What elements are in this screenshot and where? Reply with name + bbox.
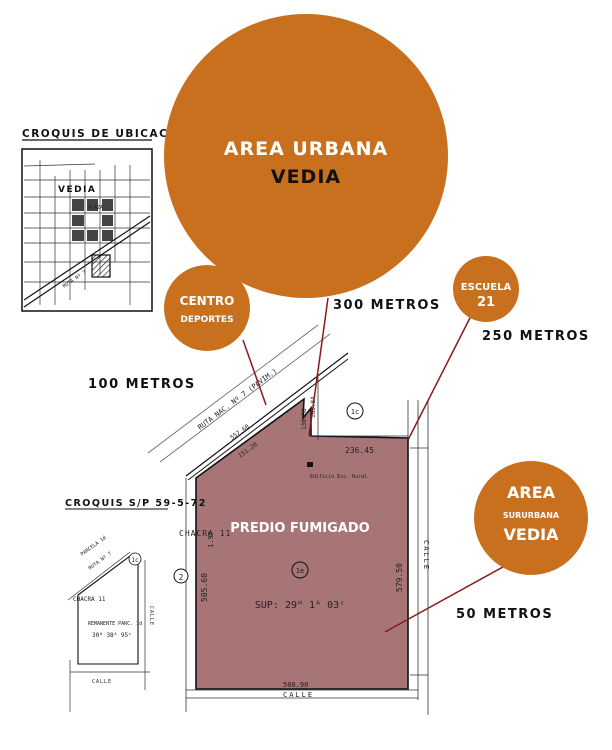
plot-2-label: 2: [179, 573, 184, 582]
croquis2-calle-right: CALLE: [148, 606, 154, 626]
area-suburbana-circle: AREA SURURBANA VEDIA: [474, 461, 588, 575]
croquis2-remanente: REMANENTE PARC. 1d: [88, 621, 142, 627]
connector-urbana: [308, 297, 329, 437]
centro-line2: DEPORTES: [180, 315, 233, 325]
urbana-sub: VEDIA: [271, 166, 341, 188]
connector-suburbana: [384, 561, 513, 633]
centro-deportes-circle: CENTRO DEPORTES: [164, 265, 250, 351]
plot-1c-marker: [346, 402, 364, 420]
building-label: Edificio Esc. Rural: [310, 474, 367, 480]
chacra-label: CHACRA 11: [179, 529, 231, 538]
inset-plaza-label: PLAZA: [88, 205, 103, 211]
dim-diag1: 557.60: [229, 423, 251, 442]
dim-small: 1.97: [207, 531, 215, 548]
dim-top: 236.45: [345, 446, 374, 455]
plot-1c-label: 1c: [351, 408, 359, 416]
dim-upper2: 136.08: [301, 408, 308, 430]
croquis2-title: CROQUIS S/P 59-5-72: [65, 498, 207, 509]
croquis2-area: 30ᴴ 38ᴬ 95ᶜ: [92, 632, 132, 639]
escuela-circle: ESCUELA 21: [453, 256, 519, 322]
area-urbana-circle: AREA URBANA VEDIA: [164, 14, 448, 298]
croquis2-calle-bottom: CALLE: [92, 679, 112, 685]
inset-ruta-line-b: [23, 215, 151, 301]
inset-town-label: VEDIA: [58, 185, 96, 195]
centro-line1: CENTRO: [180, 294, 235, 308]
calle-bottom: CALLE: [283, 691, 314, 699]
croquis2-chacra: CHACRA 11: [73, 596, 106, 603]
inset-title: CROQUIS DE UBICACION: [22, 128, 194, 140]
location-inset: CROQUIS DE UBICACION: [21, 128, 194, 312]
plot-2-marker: [173, 568, 189, 584]
predio-fumigado-parcel: [195, 397, 409, 690]
dim-right: 579.50: [395, 563, 404, 592]
distance-100: 100 METROS: [88, 377, 196, 392]
inset-site-marker: [91, 254, 111, 278]
calle-right: CALLE: [422, 540, 430, 571]
distance-300: 300 METROS: [333, 298, 441, 313]
sub-title: AREA: [507, 483, 556, 502]
croquis2-parcel: [77, 554, 139, 665]
inset-ruta-line-a: [23, 221, 151, 308]
croquis2-1c-marker: [128, 552, 142, 566]
distance-50: 50 METROS: [456, 607, 553, 622]
croquis2-route-line: [67, 551, 131, 601]
distance-connectors: [242, 297, 513, 633]
plot-1e-label: 1e: [296, 567, 304, 575]
escuela-line1: ESCUELA: [461, 282, 512, 293]
escuela-line2: 21: [477, 295, 495, 310]
sub-line3: VEDIA: [504, 525, 560, 544]
route-label: RUTA NAC. Nº 7 (PAVIM.): [196, 367, 278, 432]
school-building-marker: [307, 462, 313, 467]
croquis-sp-inset: CROQUIS S/P 59-5-72 PARCELA 1d RUTA Nº 7…: [65, 498, 207, 712]
plot-1e-marker: [291, 561, 309, 579]
surrounding-lots: [185, 374, 429, 715]
sub-line2: SURURBANA: [503, 511, 560, 520]
connector-centro: [242, 339, 267, 406]
dim-bottom: 500.90: [283, 681, 308, 689]
croquis2-ruta: RUTA Nº 7: [88, 551, 113, 572]
distance-250: 250 METROS: [482, 329, 590, 344]
connector-escuela: [407, 309, 475, 441]
predio-title: PREDIO FUMIGADO: [230, 521, 369, 536]
urbana-title: AREA URBANA: [224, 138, 388, 160]
predio-area: SUP: 29ᴴ 1ᴬ 03ᶜ: [255, 599, 345, 611]
inset-blocks: [72, 199, 113, 241]
croquis2-1c-label: 1c: [131, 557, 139, 564]
dim-left: 505.60: [200, 573, 209, 602]
